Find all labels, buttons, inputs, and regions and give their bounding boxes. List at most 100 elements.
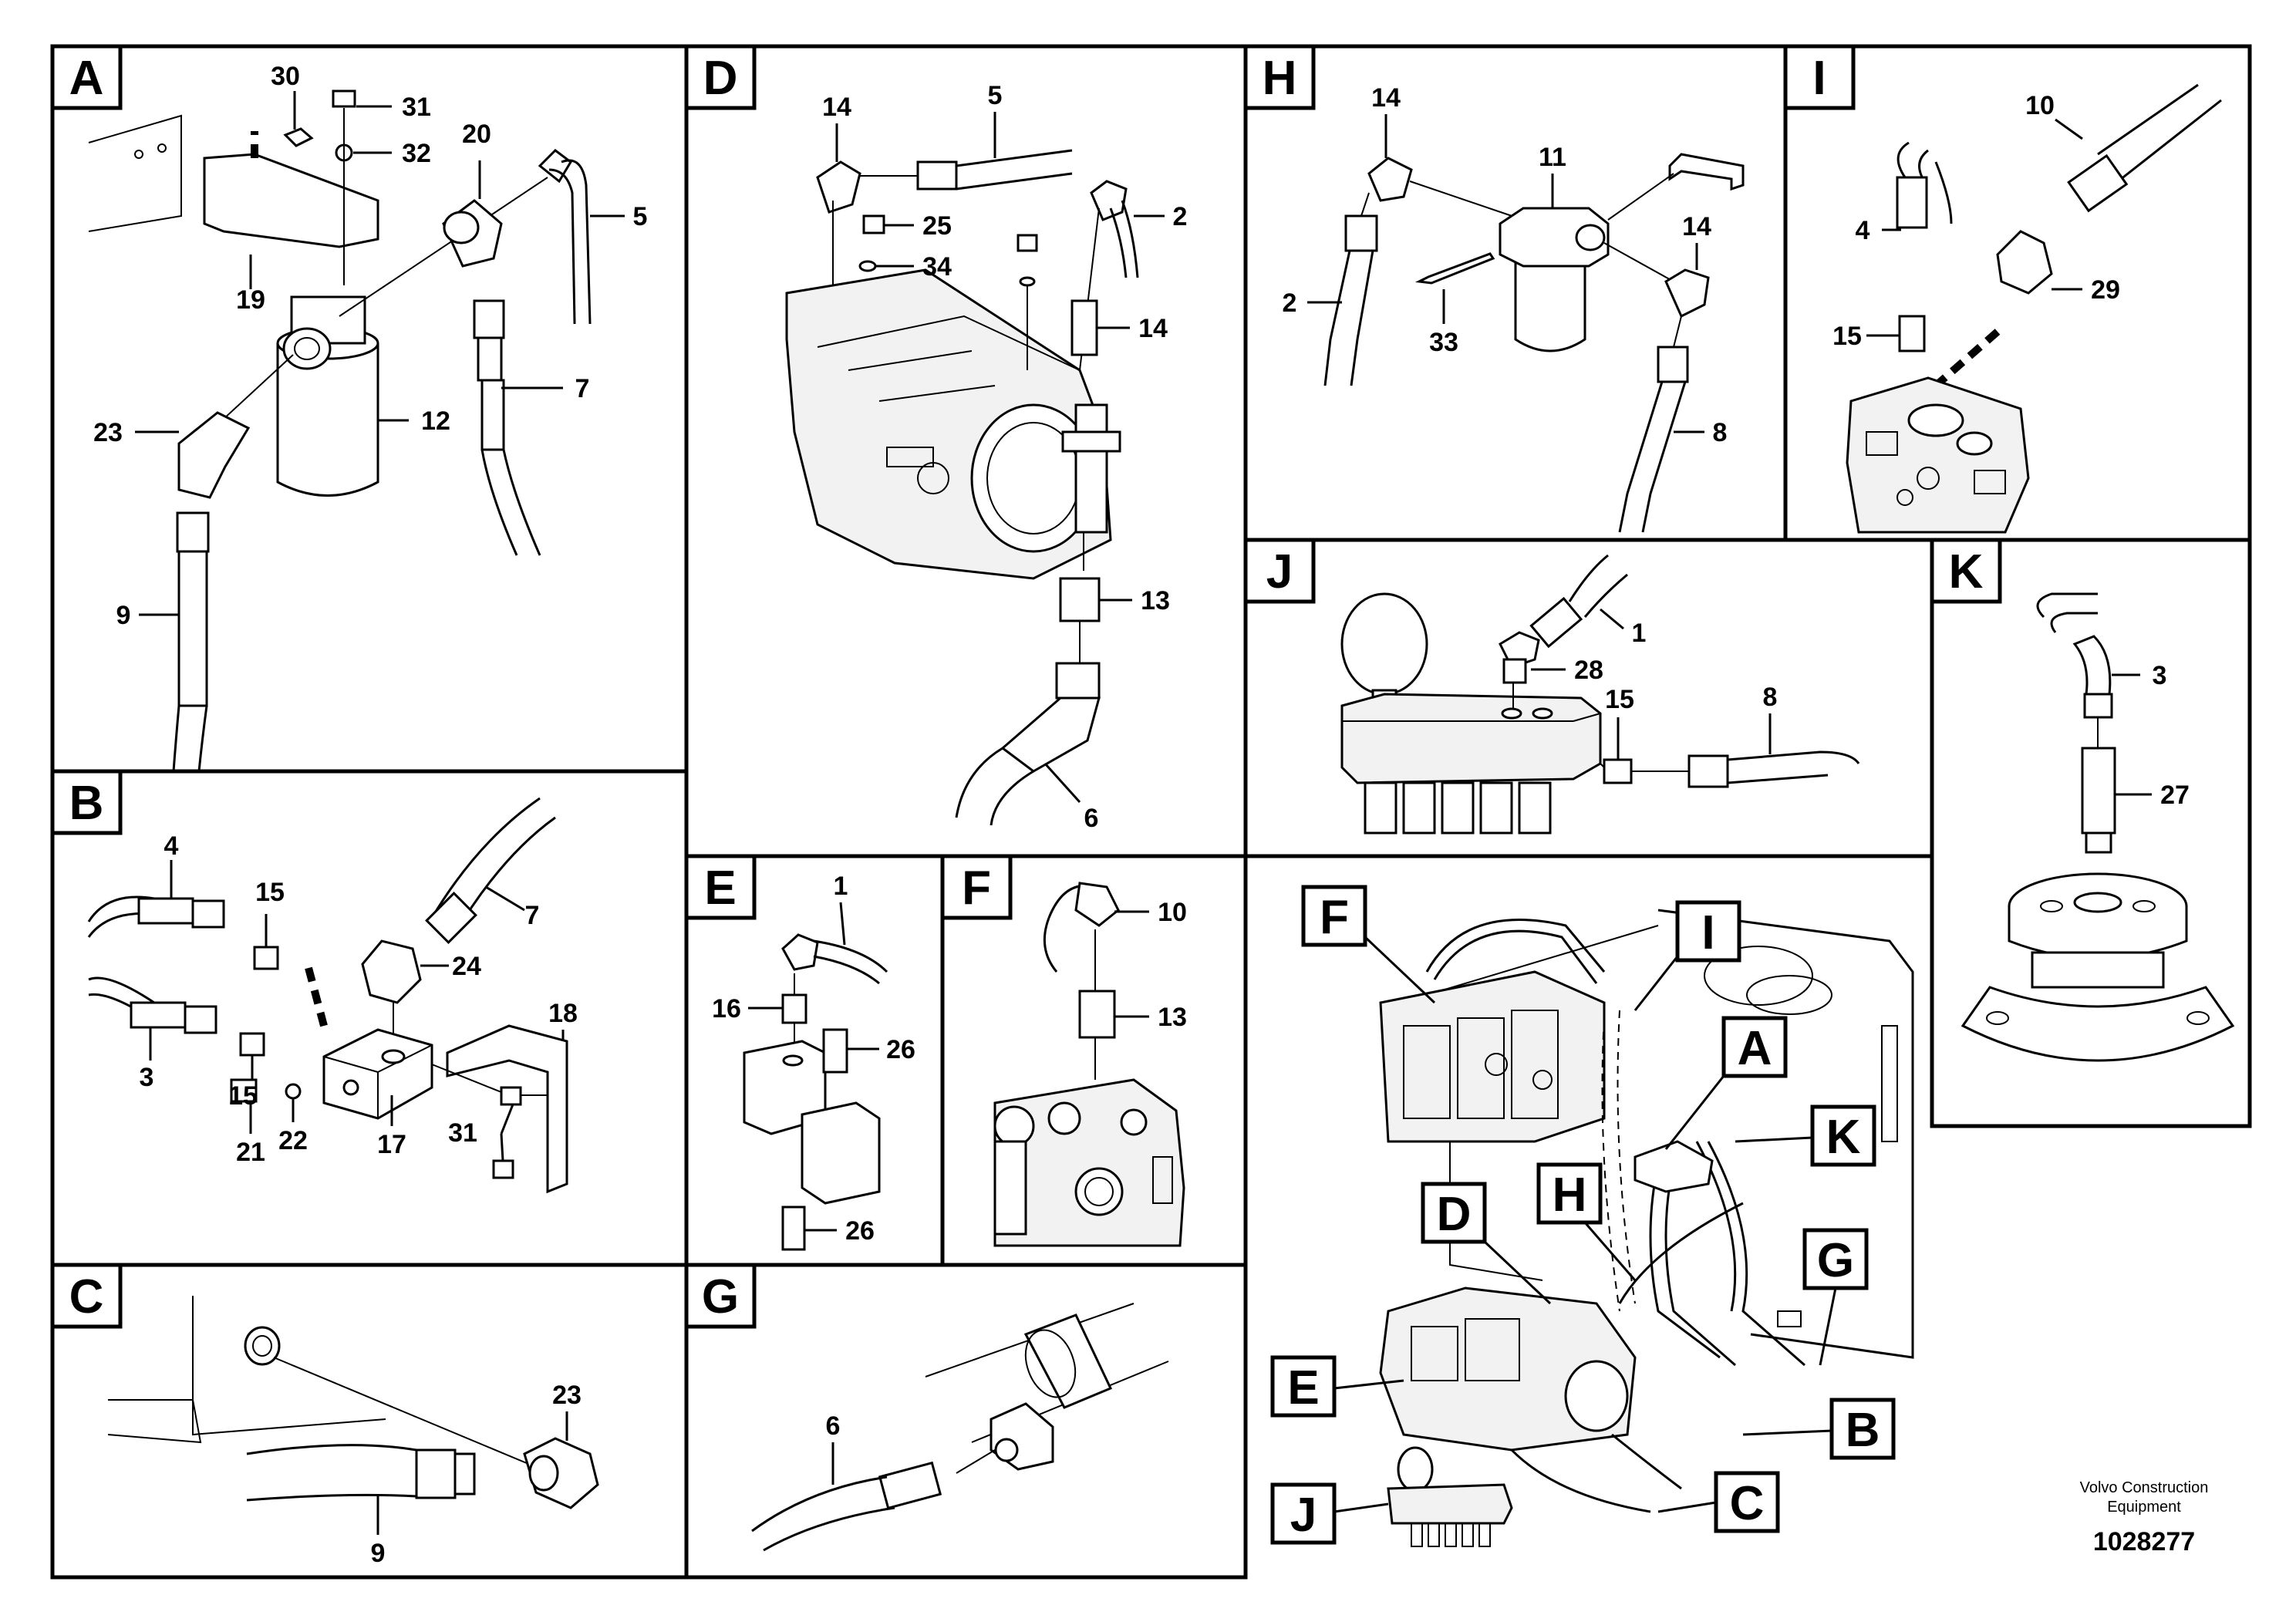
panel-j-letter: J	[1266, 545, 1293, 599]
callout-e-26b: 26	[845, 1216, 875, 1246]
callout-b-31: 31	[448, 1118, 477, 1148]
overview-label-c: C	[1730, 1477, 1765, 1530]
panel-e-letter: E	[704, 862, 736, 915]
callout-f-10: 10	[1158, 898, 1187, 927]
callout-19: 19	[236, 285, 265, 315]
callout-31: 31	[402, 93, 431, 122]
callout-i-15: 15	[1832, 322, 1862, 351]
panel-g-frame	[684, 1263, 1248, 1580]
panel-b-letter: B	[69, 777, 104, 830]
manifold-j-shape	[1340, 693, 1602, 784]
callout-23: 23	[93, 418, 123, 447]
panel-k-letter: K	[1949, 545, 1984, 599]
callout-j-28: 28	[1574, 656, 1603, 685]
callout-32: 32	[402, 139, 431, 168]
callout-f-13: 13	[1158, 1003, 1187, 1032]
callout-30: 30	[271, 62, 300, 91]
footer: Volvo Construction Equipment 1028277	[2080, 1479, 2209, 1556]
callout-d-13: 13	[1141, 586, 1170, 615]
overview-label-j: J	[1290, 1489, 1317, 1542]
callout-j-15: 15	[1605, 685, 1634, 714]
callout-g-6: 6	[826, 1411, 841, 1441]
callout-d-34: 34	[922, 252, 952, 282]
callout-j-8: 8	[1763, 683, 1778, 712]
callout-i-10: 10	[2025, 91, 2055, 120]
callout-i-29: 29	[2091, 275, 2120, 305]
panel-f: F 10 13	[940, 854, 1187, 1247]
overview-assembly: F I A K D H G E B J C	[1270, 885, 1914, 1547]
overview-label-b: B	[1846, 1404, 1880, 1457]
panel-g-letter: G	[702, 1270, 739, 1324]
panel-j: J 1 28 1	[1243, 538, 1860, 835]
callout-b-15b: 15	[228, 1081, 258, 1111]
panel-e: E 1 16 26 26	[684, 854, 915, 1251]
panel-b: B	[50, 769, 578, 1194]
overview-label-i: I	[1701, 906, 1714, 959]
callout-d-25: 25	[922, 211, 952, 241]
callout-b-24: 24	[452, 952, 481, 981]
callout-20: 20	[462, 120, 491, 149]
callout-e-26a: 26	[886, 1035, 915, 1064]
panel-frames	[50, 44, 2252, 1580]
callout-b-7: 7	[525, 901, 540, 930]
footer-brand-line2: Equipment	[2107, 1499, 2181, 1516]
panel-h: H 14 11 14 2 33	[1243, 44, 1745, 533]
overview-label-f: F	[1320, 891, 1349, 944]
callout-h-14b: 14	[1682, 212, 1711, 241]
panel-h-letter: H	[1263, 52, 1297, 105]
callout-b-17: 17	[377, 1130, 406, 1159]
panel-k: K 3 27	[1930, 538, 2235, 1062]
callout-c-23: 23	[552, 1381, 582, 1410]
panel-j-frame	[1243, 538, 1934, 858]
overview-label-k: K	[1826, 1111, 1861, 1164]
callout-5: 5	[633, 202, 648, 231]
callout-e-16: 16	[712, 994, 741, 1023]
panel-a: A	[50, 44, 648, 772]
panel-i: I 10 4 29 15	[1783, 44, 2222, 534]
panel-i-letter: I	[1812, 52, 1826, 105]
footer-brand-line1: Volvo Construction	[2080, 1479, 2209, 1496]
callout-7: 7	[575, 374, 590, 403]
callout-e-1: 1	[834, 872, 848, 901]
filter-12-shape	[276, 343, 379, 497]
callout-d-2: 2	[1173, 202, 1188, 231]
overview-label-d: D	[1437, 1188, 1472, 1241]
callout-b-4: 4	[164, 831, 179, 861]
callout-j-1: 1	[1632, 619, 1647, 648]
footer-drawing-number: 1028277	[2093, 1527, 2195, 1556]
callout-k-3: 3	[2153, 661, 2167, 690]
overview-label-e: E	[1287, 1361, 1319, 1415]
callout-h-33: 33	[1429, 328, 1458, 357]
panel-c: C 23 9	[50, 1263, 599, 1568]
overview-label-a: A	[1738, 1022, 1772, 1075]
callout-b-21: 21	[236, 1138, 265, 1167]
panel-g: G 6	[684, 1263, 1169, 1552]
overview-label-g: G	[1817, 1234, 1854, 1287]
callout-d-14a: 14	[822, 93, 851, 122]
panel-a-letter: A	[69, 52, 104, 105]
panel-k-frame	[1930, 538, 2252, 1128]
bracket-shape	[203, 153, 379, 248]
callout-d-14b: 14	[1138, 314, 1168, 343]
panel-f-letter: F	[962, 862, 991, 915]
overview-label-h: H	[1553, 1168, 1587, 1222]
callout-d-6: 6	[1084, 804, 1099, 833]
callout-b-18: 18	[548, 999, 578, 1028]
callout-c-9: 9	[371, 1539, 386, 1568]
callout-b-22: 22	[278, 1126, 308, 1155]
callout-b-3: 3	[140, 1063, 154, 1092]
callout-h-8: 8	[1713, 418, 1728, 447]
callout-d-5: 5	[988, 81, 1003, 110]
callout-h-14a: 14	[1371, 83, 1401, 113]
panel-c-letter: C	[69, 1270, 104, 1324]
callout-9: 9	[116, 601, 131, 630]
callout-h-2: 2	[1283, 288, 1297, 318]
callout-b-15a: 15	[255, 878, 285, 907]
panel-d-letter: D	[703, 52, 738, 105]
callout-h-11: 11	[1539, 143, 1566, 172]
callout-k-27: 27	[2160, 781, 2190, 810]
callout-i-4: 4	[1856, 216, 1870, 245]
callout-12: 12	[421, 406, 450, 436]
panel-d: D	[684, 44, 1188, 833]
